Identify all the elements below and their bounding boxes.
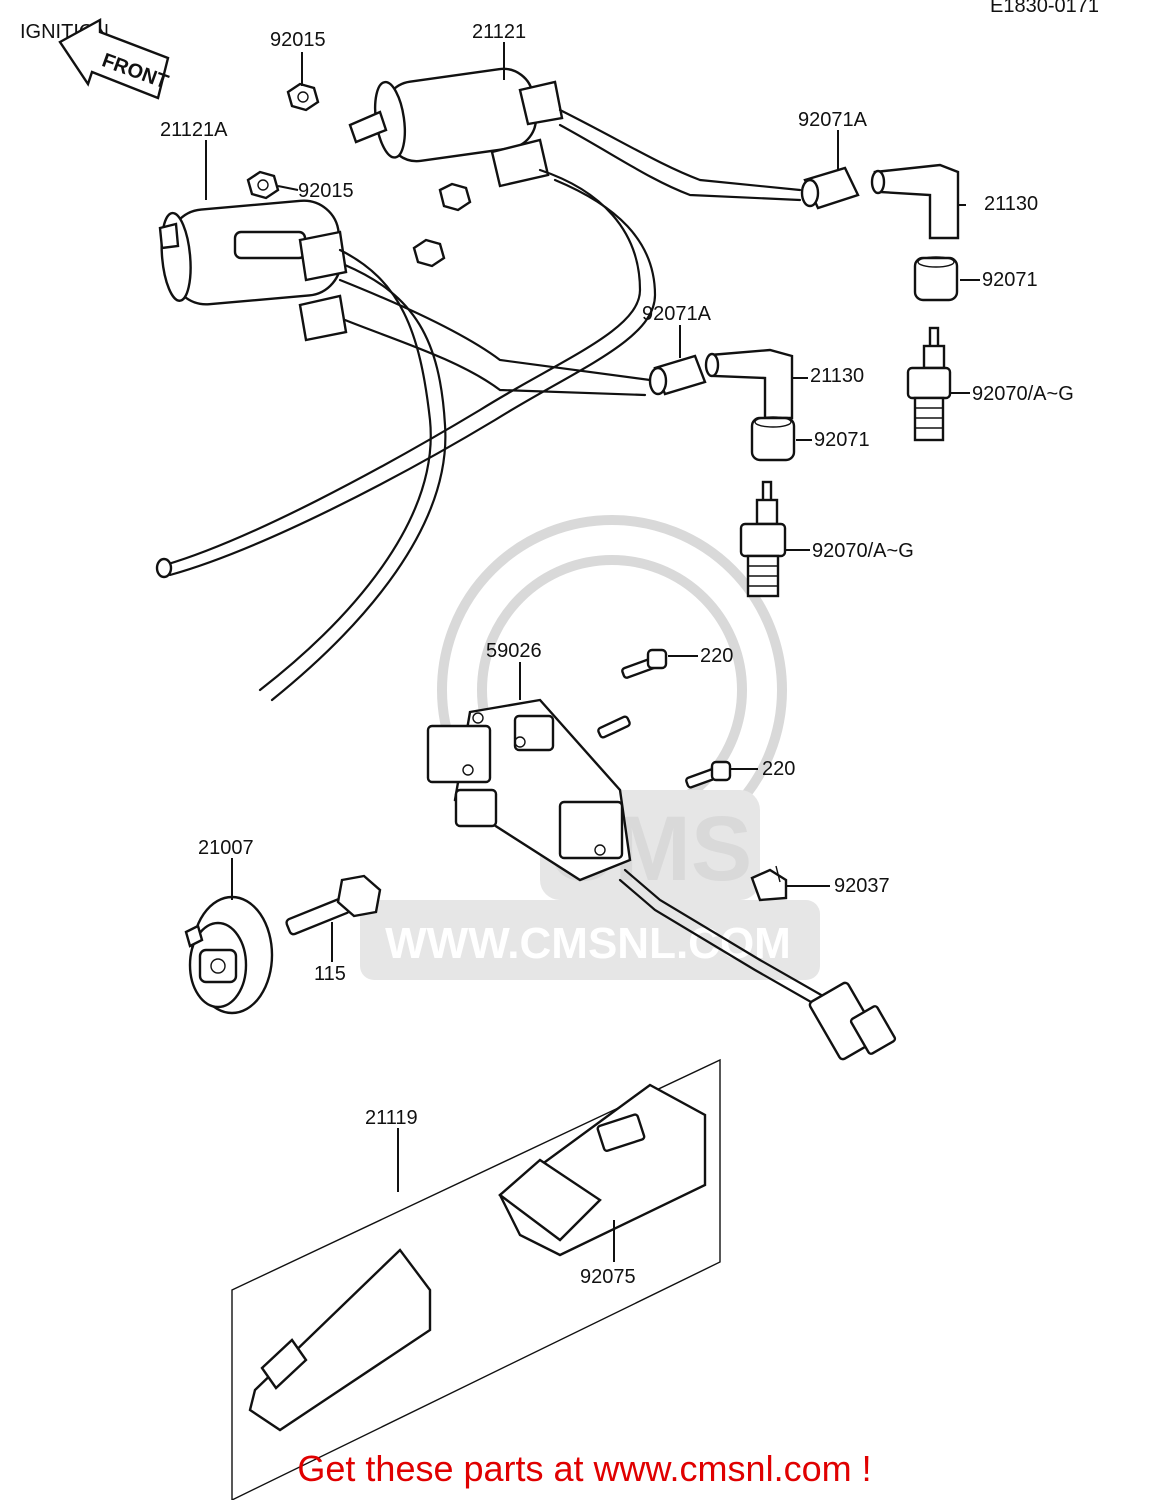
ignition-coil-lower [158, 199, 348, 342]
igniter-unit-top [498, 1083, 707, 1257]
label-boot-upper: 21130 [984, 193, 1038, 215]
label-plug-upper: 92070/A~G [972, 383, 1074, 405]
label-screw-upper: 220 [700, 645, 733, 667]
cmsnl-banner-link[interactable]: Get these parts at www.cmsnl.com ! [297, 1448, 872, 1489]
label-plug-lower: 92070/A~G [812, 540, 914, 562]
nut-lower [246, 170, 280, 200]
label-cap-lower: 92071A [642, 303, 712, 325]
label-pickup-plate: 59026 [486, 640, 542, 662]
plug-boot-upper [870, 163, 960, 240]
igniter-unit-bottom [248, 1248, 432, 1432]
spark-plug-upper [906, 326, 952, 442]
label-cap-upper: 92071A [798, 109, 868, 131]
ht-leads [155, 108, 802, 702]
ignition-coil-upper [348, 67, 564, 188]
clamp [750, 865, 788, 902]
label-timing-advancer: 21007 [198, 837, 254, 859]
label-seal-upper: 92071 [982, 269, 1038, 291]
screw-upper [621, 648, 668, 679]
watermark-url: WWW.CMSNL.COM [385, 919, 791, 968]
nut-small-b [412, 238, 446, 268]
plug-cap-upper [800, 166, 860, 210]
label-clamp: 92037 [834, 875, 890, 897]
front-arrow: FRONT [58, 17, 171, 100]
label-boot-lower: 21130 [810, 365, 864, 387]
igniter-outline [231, 1058, 721, 1500]
wire-connector [808, 981, 897, 1061]
ref-code: E1830-0171 [990, 0, 1099, 17]
nut-upper [286, 82, 320, 112]
seal-lower [750, 416, 796, 462]
label-seal-lower: 92071 [814, 429, 870, 451]
timing-advancer [184, 895, 274, 1015]
screw-lower [685, 760, 732, 789]
label-coil-lower: 21121A [160, 119, 228, 141]
seal-upper [913, 256, 959, 302]
label-coil-upper: 21121 [472, 21, 526, 43]
label-igniter: 21119 [365, 1107, 418, 1129]
label-bolt: 115 [314, 963, 346, 985]
plug-boot-lower [704, 348, 794, 420]
pickup-plate [426, 698, 832, 1012]
spark-plug-lower [739, 480, 787, 598]
bolt [285, 874, 382, 936]
label-screw-lower: 220 [762, 758, 795, 780]
nut-small-a [438, 182, 472, 212]
screw-middle [597, 715, 631, 739]
label-nut-upper: 92015 [270, 29, 326, 51]
label-nut-lower: 92015 [298, 180, 354, 202]
leader-lines [205, 42, 980, 1262]
plug-cap-lower [648, 354, 707, 396]
label-igniter-part: 92075 [580, 1266, 636, 1288]
